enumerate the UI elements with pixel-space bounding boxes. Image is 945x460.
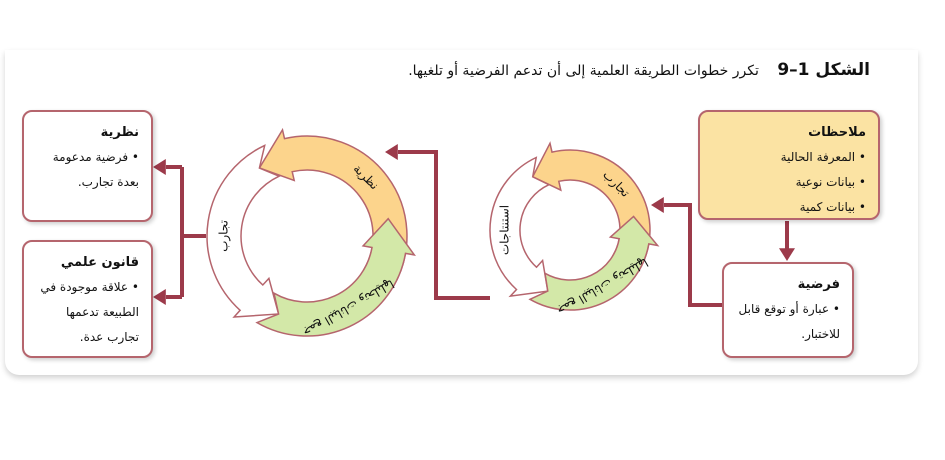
left-cycle-green-arrow [255,217,416,337]
observations-title: ملاحظات [808,125,866,140]
scientific-law-box: قانون علمي • علاقة موجودة في الطبيعة تدع… [22,240,153,358]
law-text: • علاقة موجودة في الطبيعة تدعمها تجارب ع… [40,280,139,344]
arrowhead-icon [385,144,398,160]
figure-caption: الشكل 1–9 تكرر خطوات الطريقة العلمية إلى… [408,60,870,80]
law-title: قانون علمي [60,255,139,270]
arrow-cycle-to-cycle [398,150,490,300]
observation-item: • المعرفة الحالية [780,150,866,164]
connector-arrows [153,144,795,307]
theory-box: نظرية • فرضية مدعومة بعدة تجارب. [22,110,153,222]
left-cycle-white-arrow [206,144,281,318]
arrowhead-icon [651,197,664,213]
observation-item: • بيانات نوعية [795,175,866,189]
observation-item: • بيانات كمية [799,200,866,214]
left-cycle-orange-arrow [258,127,408,288]
figure-number: الشكل 1–9 [777,60,870,80]
theory-text: • فرضية مدعومة بعدة تجارب. [52,150,139,189]
observations-box: ملاحظات • المعرفة الحالية • بيانات نوعية… [698,110,880,220]
arrowhead-icon [153,159,166,175]
right-cycle-green-arrow [528,215,660,311]
theory-title: نظرية [100,125,139,140]
hypothesis-text: • عبارة أو توقع قابل للاختبار. [738,302,840,341]
arrowhead-icon [153,289,166,305]
arrowhead-icon [779,248,795,261]
caption-text: تكرر خطوات الطريقة العلمية إلى أن تدعم ا… [408,63,759,79]
arrow-hypothesis-to-cycle [664,203,722,307]
arrow-cycle-to-results [166,165,206,299]
left-cycle-white-label: تجارب [217,220,232,252]
right-cycle-white-label: استنتاجات [498,205,512,255]
right-cycle-white-arrow [489,156,551,298]
hypothesis-box: فرضية • عبارة أو توقع قابل للاختبار. [722,262,854,358]
hypothesis-title: فرضية [797,277,840,292]
